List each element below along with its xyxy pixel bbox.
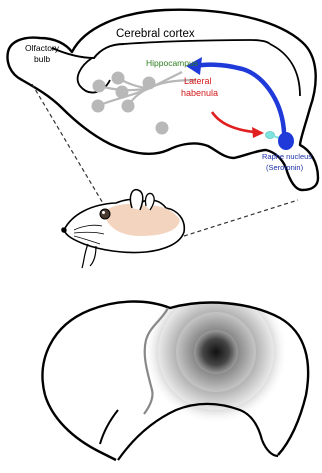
label-cerebral-cortex: Cerebral cortex	[116, 28, 195, 40]
sagittal-brain: Cerebral cortex Olfactory bulb Hippocamp…	[8, 10, 318, 190]
mouse-illustration	[61, 190, 184, 268]
mouse-nose	[61, 227, 66, 232]
cortex-inner-line	[52, 44, 124, 58]
cortical-surface	[43, 280, 309, 460]
label-raphe-line2: (Serotonin)	[266, 163, 304, 172]
label-lateral: Lateral	[184, 76, 212, 86]
cortex-inner-line-2	[124, 40, 270, 44]
label-habenula: habenula	[181, 88, 218, 98]
habenula-arrowhead	[252, 127, 264, 138]
mouse-eye	[100, 209, 110, 219]
raphe-node	[278, 132, 294, 150]
label-olfactory-line2: bulb	[34, 54, 50, 64]
frontal-sulcus	[100, 410, 118, 444]
label-olfactory-line1: Olfactory	[25, 43, 60, 53]
label-hippocampus: Hippocampus	[146, 58, 198, 68]
habenula-arrow	[212, 112, 254, 132]
gray-neurons	[92, 72, 196, 134]
serotonin-arrow	[196, 65, 284, 132]
cortex-lower-outline	[45, 395, 116, 460]
temporal-edge	[262, 440, 278, 456]
habenula-node	[266, 132, 275, 139]
mouse-ear	[130, 190, 142, 210]
cerebellum-edge	[270, 44, 300, 96]
label-raphe-line1: Raphe nucleus	[262, 152, 312, 161]
